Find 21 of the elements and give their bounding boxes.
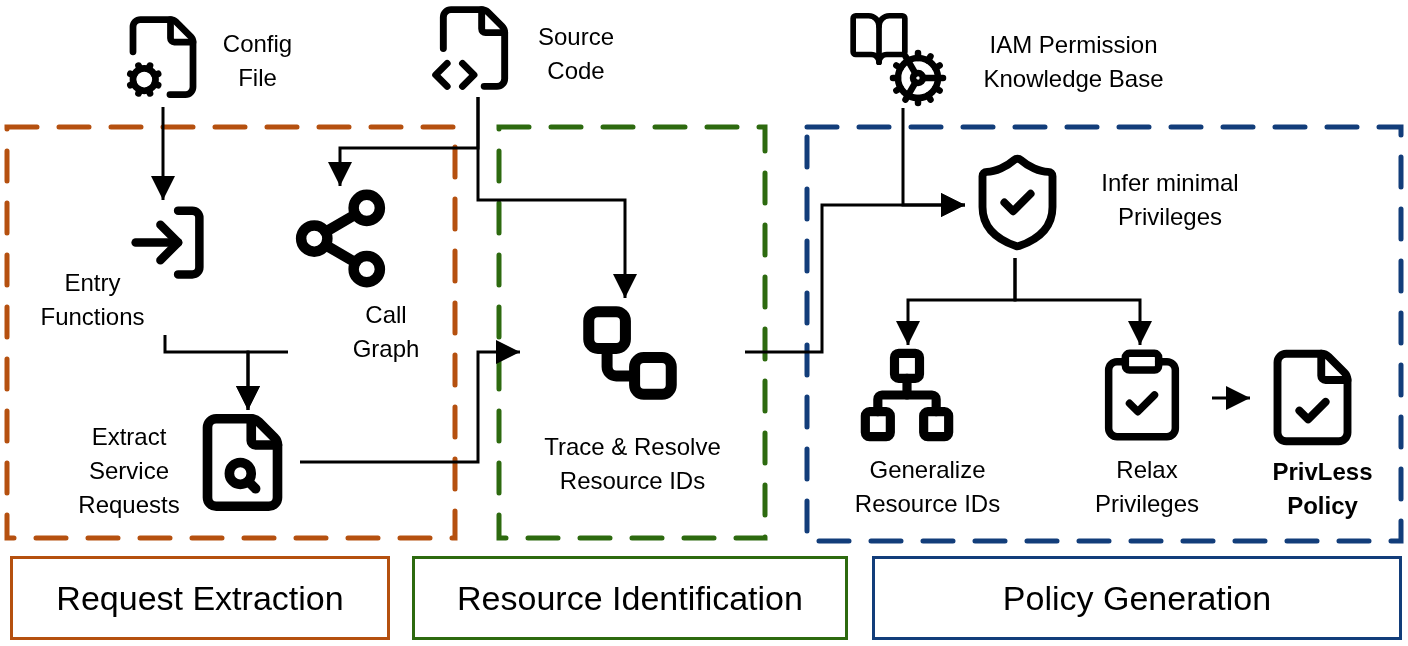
arrow	[151, 107, 175, 200]
arrow	[300, 340, 520, 464]
step-label: Entry Functions	[39, 268, 146, 332]
arrow	[1212, 386, 1250, 410]
step-label: Source Code	[536, 22, 615, 86]
arrow	[1013, 258, 1152, 345]
step-label: Config File	[221, 29, 294, 93]
arrow	[236, 350, 288, 410]
step-label: Infer minimal Privileges	[1100, 168, 1240, 232]
step-label: Call Graph	[351, 300, 421, 364]
arrow	[901, 108, 965, 217]
stage-label-box: Request Extraction	[10, 556, 390, 640]
stage-label-box: Policy Generation	[872, 556, 1402, 640]
step-label: Extract Service Requests	[77, 422, 181, 520]
arrow	[476, 97, 637, 298]
step-label: IAM Permission Knowledge Base	[982, 30, 1165, 94]
step-label: Trace & Resolve Resource IDs	[543, 432, 722, 496]
step-label: Generalize Resource IDs	[853, 455, 1002, 519]
stage-label-box: Resource Identification	[412, 556, 848, 640]
step-label: PrivLess Policy	[1271, 457, 1374, 521]
step-label: Relax Privileges	[1093, 455, 1200, 519]
